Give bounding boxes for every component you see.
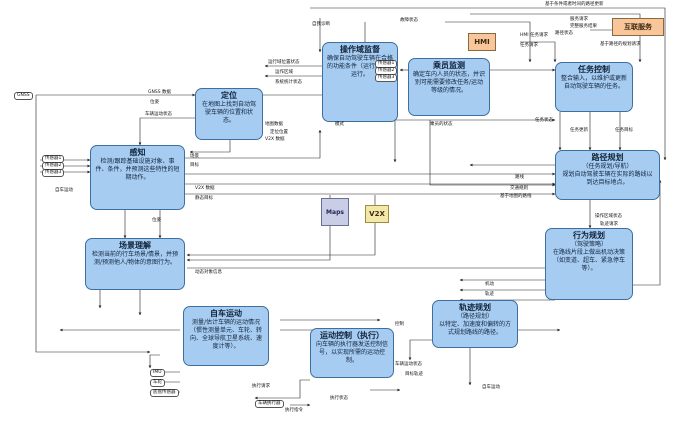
module-desc: 以特定、加速度和偏转的方式规划路线的路径。 xyxy=(438,321,511,336)
wheel-sensor: 车轮 xyxy=(150,379,165,387)
module-title: 任务控制 xyxy=(578,65,610,74)
label-exec-status: 执行状态 xyxy=(330,396,348,401)
module-desc: 检测当前的行车场景/情景，并预测/预测他人/物体的意图行为。 xyxy=(91,251,179,266)
module-desc: 测量/估计车辆的运动情况（惯性测量单元、车轮、转向、全球导航卫星系统、速度计等）… xyxy=(189,319,262,350)
label-ego-motion: 自车运动 xyxy=(55,188,73,193)
label-top-a: 基于条件或者时间的路径更新 xyxy=(545,2,604,7)
label-gnss-data: GNSS 数据 xyxy=(148,90,171,95)
module-localization[interactable]: 定位 在地图上找到自动驾驶车辆的位置和状态。 xyxy=(195,88,263,140)
module-title: 乘员监测 xyxy=(433,61,465,70)
label-target-trajectory: 目标轨迹 xyxy=(405,372,423,377)
label-map-data: 地图数据 xyxy=(265,122,283,127)
label-objects: 目标 xyxy=(190,163,199,168)
module-perception[interactable]: 感知 检测/跟踪基础设施对象、事件、条件，并预测这些特性的短期动作。 xyxy=(90,145,185,210)
label-pose: 位姿 xyxy=(150,100,159,105)
module-title: 路径规划 xyxy=(591,153,624,162)
internet-service-box[interactable]: 互联服务 xyxy=(612,18,664,36)
label-mission-status: 任务状态 xyxy=(535,118,553,123)
module-desc: 在地图上找到自动驾驶车辆的位置和状态。 xyxy=(201,101,256,124)
module-title: 定位 xyxy=(221,91,237,100)
module-title: 运动控制（执行） xyxy=(320,331,384,340)
module-scene-understanding[interactable]: 场景理解 检测当前的行车场景/情景，并预测/预测他人/物体的意图行为。 xyxy=(85,238,185,290)
module-title: 自车运动 xyxy=(210,309,242,318)
module-operation-supervision[interactable]: 操作域监督 确保自动驾驶车辆在合格的功能条件（运行域）内运行。 xyxy=(322,42,398,122)
module-desc: 整合输入，以维护或更新自动驾驶车辆的任务。 xyxy=(560,75,627,90)
vehicle-actuators: 车辆执行器 xyxy=(255,400,284,408)
label-traffic-context: 操作区域状态 xyxy=(595,214,622,219)
label-service-request: 服务请求 xyxy=(570,17,588,22)
label-manoeuvre: 机动 xyxy=(485,282,494,287)
module-ego-motion[interactable]: 自车运动 测量/估计车辆的运动情况（惯性测量单元、车轮、转向、全球导航卫星系统、… xyxy=(183,306,269,366)
v2x-box[interactable]: V2X xyxy=(365,205,389,223)
module-occupant-monitoring[interactable]: 乘员监测 确定车内人员的状态，并识别可能需要修改任务/运动等级的情况。 xyxy=(408,58,490,116)
module-route-planning[interactable]: 路径规划 （任务规划/导航） 规划自动驾驶车辆在实际的路线以到达目标地点。 xyxy=(555,150,660,200)
label-operating-area: 运作区域 xyxy=(275,70,293,75)
label-hmi-task: HMI 任务请求 xyxy=(520,33,549,38)
module-desc: 确定车内人员的状态，并识别可能需要修改任务/运动等级的情况。 xyxy=(413,71,486,94)
label-ego-state: 自车运动 xyxy=(482,385,500,390)
label-mode: 模式 xyxy=(335,122,344,127)
chassis-sensor: 底盘传感器 xyxy=(150,389,179,397)
label-route: 路线 xyxy=(515,175,524,180)
module-title: 场景理解 xyxy=(119,241,151,250)
label-control: 控制 xyxy=(395,322,404,327)
module-desc: 向车辆的执行器发送控制信号，以实现所需的运动控制。 xyxy=(315,341,388,364)
label-exec-request: 执行请求 xyxy=(252,384,270,389)
hmi-box[interactable]: HMI xyxy=(468,33,496,51)
imu-sensor: IMU xyxy=(150,369,165,377)
label-v2x-data: V2X 数据 xyxy=(265,137,285,142)
module-desc: 规划自动驾驶车辆在实际的路线以到达目标地点。 xyxy=(562,171,653,186)
label-route-plan: 基于地图的路线 xyxy=(500,194,532,199)
label-pose-2: 位姿 xyxy=(152,218,161,223)
label-mission-request: 任务请求 xyxy=(520,43,538,48)
module-desc: 确保自动驾驶车辆在合格的功能条件（运行域）内运行。 xyxy=(327,55,394,78)
label-path-state: 路径状态 xyxy=(555,31,573,36)
module-mission-control[interactable]: 任务控制 整合输入，以维护或更新自动驾驶车辆的任务。 xyxy=(555,62,633,112)
label-occupant-state: 乘员的状态 xyxy=(430,122,453,127)
module-title: 行为规划 xyxy=(573,231,605,240)
label-dynamic-objects: 动态对象信息 xyxy=(195,270,222,275)
gnss-sensor: GNSS xyxy=(14,92,33,100)
module-title: 感知 xyxy=(129,148,146,157)
label-mission-goal: 任务目标 xyxy=(615,128,633,133)
module-subtitle: （路径规划） xyxy=(456,313,493,320)
module-title: 轨迹规划 xyxy=(459,303,491,312)
label-service-result: 完整服务结果 xyxy=(570,24,597,29)
module-title: 操作域监督 xyxy=(340,45,380,54)
occupant-sensor-3: 传感器3 xyxy=(375,74,398,82)
label-mission-update: 任务更新 xyxy=(570,128,588,133)
label-vehicle-motion: 车辆运动状态 xyxy=(145,112,172,117)
module-desc: 在路线片段上做出机动决策（如变道、超车、紧急停车等）。 xyxy=(552,249,625,272)
perception-sensor-3: 传感器3 xyxy=(42,169,65,177)
label-trajectory-request: 轨迹请求 xyxy=(600,222,618,227)
label-location-status: 运行域位置状态 xyxy=(268,60,300,65)
label-route-update: 基于路径的规划请求 xyxy=(600,42,641,47)
label-scene: 场景 xyxy=(190,154,199,159)
module-trajectory-planning[interactable]: 轨迹规划 （路径规划） 以特定、加速度和偏转的方式规划路线的路径。 xyxy=(432,300,518,348)
label-trajectory: 轨迹 xyxy=(485,292,494,297)
label-motion-state: 车辆运动状态 xyxy=(395,362,422,367)
label-top-c: 自我诊断 xyxy=(312,22,330,27)
module-desc: 检测/跟踪基础设施对象、事件、条件，并预测这些特性的短期动作。 xyxy=(95,158,180,181)
label-system-state: 系统统计状态 xyxy=(275,80,302,85)
module-subtitle: （任务规划/导航） xyxy=(582,163,633,170)
maps-box[interactable]: Maps xyxy=(321,198,349,226)
label-traffic-rules: 交通规则 xyxy=(510,186,528,191)
module-behavior-planning[interactable]: 行为规划 （驾驶策略） 在路线片段上做出机动决策（如变道、超车、紧急停车等）。 xyxy=(545,228,633,300)
module-motion-control[interactable]: 运动控制（执行） 向车辆的执行器发送控制信号，以实现所需的运动控制。 xyxy=(310,328,394,378)
label-top-b: 故障状态 xyxy=(400,18,418,23)
label-static-objects: 静态目标 xyxy=(195,196,213,201)
label-v2x-data-2: V2X 数据 xyxy=(195,186,215,191)
label-exec-command: 执行指令 xyxy=(285,408,303,413)
label-loc-pose: 定位位置 xyxy=(270,130,288,135)
module-subtitle: （驾驶策略） xyxy=(570,241,607,248)
